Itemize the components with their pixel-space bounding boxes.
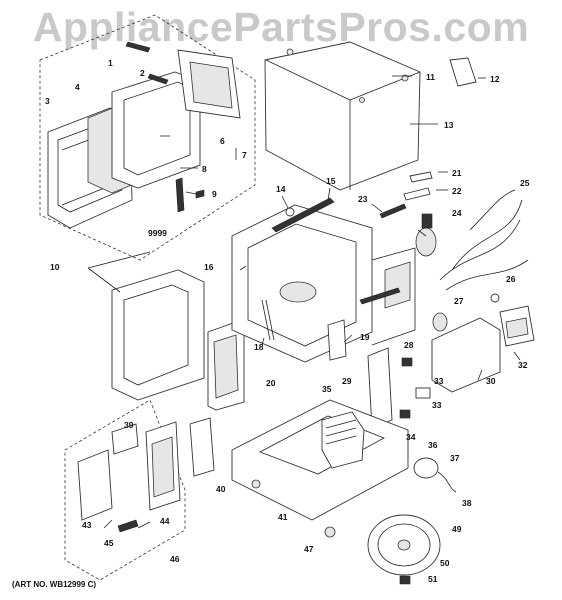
control-panel-frame-part[interactable] (207, 321, 245, 411)
callout-38: 32 (518, 360, 528, 370)
turntable-part[interactable] (367, 514, 441, 576)
callout-10: 3 (45, 96, 50, 106)
callout-49: 2 (140, 68, 145, 78)
callout-16: 44 (160, 516, 170, 526)
label-part[interactable] (111, 423, 139, 455)
callout-45: 21 (452, 168, 462, 178)
sensor-part[interactable] (379, 203, 407, 219)
rail-part[interactable] (271, 197, 335, 233)
callout-41: 25 (520, 178, 530, 188)
door-hook-part[interactable] (175, 177, 185, 213)
callout-14: 39 (124, 420, 134, 430)
callout-50: 1 (108, 58, 113, 68)
control-panel-part[interactable] (145, 421, 181, 511)
callout-29: 20 (266, 378, 276, 388)
callout-13: 43 (82, 520, 92, 530)
callout-3: 15 (326, 176, 336, 186)
callout-18: 40 (216, 484, 226, 494)
callout-51: 46 (170, 554, 180, 564)
callout-30: 19 (360, 332, 370, 342)
callout-11: 9999 (148, 228, 167, 238)
callout-9: 4 (75, 82, 80, 92)
callout-6: 6 (220, 136, 225, 146)
wire-harness-part[interactable] (439, 189, 529, 291)
door-assembly-group (39, 14, 256, 261)
cavity-part[interactable] (231, 204, 416, 363)
turntable-motor-part[interactable] (413, 457, 457, 493)
callout-9999: 12 (490, 74, 500, 84)
callout-19: 47 (304, 544, 314, 554)
callout-15: 45 (104, 538, 114, 548)
watermark: AppliancePartsPros.com (32, 4, 530, 50)
fuse-part[interactable] (490, 293, 500, 303)
fan-part[interactable] (415, 213, 437, 257)
latch-board-part[interactable] (327, 319, 347, 361)
latch-part[interactable] (147, 73, 169, 85)
callout-43: 24 (452, 208, 462, 218)
transformer-part[interactable] (499, 305, 535, 347)
callout-36: 16 (204, 262, 214, 272)
choke-part[interactable] (177, 49, 241, 119)
manual-part[interactable] (449, 57, 477, 87)
callout-7: 7 (242, 150, 247, 160)
callout-2: 11 (426, 72, 435, 82)
callout-34: 33 (434, 376, 444, 386)
door-key-part[interactable] (195, 189, 205, 199)
interlock-switch-part[interactable] (415, 387, 431, 399)
callout-22: 36 (428, 440, 438, 450)
inner-door-part[interactable] (111, 71, 201, 189)
callout-1: 13 (444, 120, 454, 130)
callout-33: 28 (404, 340, 414, 350)
callout-21: 35 (322, 384, 332, 394)
thermostat-part[interactable] (403, 187, 431, 201)
callout-32: 29 (342, 376, 352, 386)
outer-case-part[interactable] (264, 41, 421, 191)
foot-part[interactable] (324, 526, 336, 538)
button-part[interactable] (117, 519, 139, 533)
art-number: (ART NO. WB12999 C) (12, 580, 97, 589)
callout-40: 26 (506, 274, 516, 284)
thermal-fuse-part[interactable] (409, 171, 433, 183)
coupler-part[interactable] (399, 575, 411, 585)
callout-12: 9 (212, 189, 217, 199)
callout-23: 37 (450, 453, 460, 463)
callout-44: 22 (452, 186, 462, 196)
magnetron-part[interactable] (321, 411, 365, 469)
switch-bracket-part[interactable] (367, 347, 393, 429)
circuit-board-part[interactable] (189, 417, 215, 477)
callout-33b: 34 (406, 432, 416, 442)
callout-20: 41 (278, 512, 288, 522)
callout-28: 18 (254, 342, 264, 352)
callout-24: 38 (462, 498, 472, 508)
waveguide-part[interactable] (261, 299, 275, 341)
side-rail-part[interactable] (359, 287, 401, 305)
foot-part[interactable] (251, 479, 261, 489)
keypad-part[interactable] (77, 449, 113, 521)
callout-27: 49 (452, 524, 462, 534)
air-duct-part[interactable] (431, 312, 501, 393)
callout-25: 51 (428, 574, 438, 584)
callout-46: 23 (358, 194, 368, 204)
callout-26: 50 (440, 558, 450, 568)
leader-lines (87, 75, 521, 529)
callout-39: 27 (454, 296, 464, 306)
callout-labels: 1 2 3 4 6 7 8 9 9999 10 11 12 13 14 15 1… (45, 58, 530, 584)
callout-47: 10 (50, 262, 60, 272)
callout-8: 8 (202, 164, 207, 174)
spring-part[interactable] (125, 41, 151, 53)
door-assembly-part[interactable] (111, 269, 205, 401)
callout-4: 14 (276, 184, 286, 194)
bracket-part[interactable] (285, 207, 295, 217)
control-panel-group (64, 399, 186, 581)
callout-37: 30 (486, 376, 496, 386)
monitor-switch-part[interactable] (399, 409, 411, 419)
callout-35: 33 (432, 400, 442, 410)
switch-part[interactable] (401, 357, 413, 367)
